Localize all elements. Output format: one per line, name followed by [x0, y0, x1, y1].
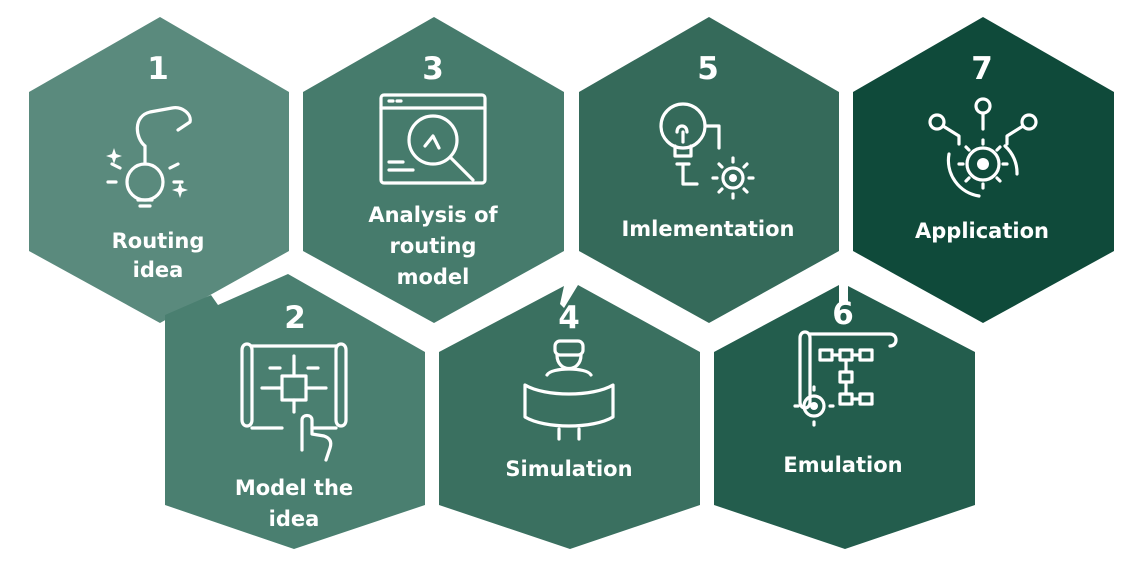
- step-7-number: 7: [971, 51, 993, 87]
- step-1-number: 1: [147, 51, 169, 87]
- step-4-number: 4: [558, 300, 580, 336]
- step-7: 7 Application: [853, 17, 1114, 323]
- step-6-label-line-1: Emulation: [783, 453, 902, 477]
- vr-user-icon: [523, 339, 615, 441]
- blueprint-hand-icon: [240, 342, 348, 462]
- step-7-label-line-1: Application: [915, 219, 1049, 243]
- step-3: 3 Analysis of routing model: [303, 17, 564, 323]
- step-3-hexagon: [303, 17, 564, 323]
- step-6-number: 6: [832, 296, 854, 332]
- step-4-hexagon: [439, 285, 700, 549]
- step-5-number: 5: [697, 51, 719, 87]
- step-1-label-line-2: idea: [133, 258, 184, 282]
- step-3-label-line-3: model: [397, 265, 470, 289]
- step-2-label-line-2: idea: [269, 507, 320, 531]
- step-1: 1 Routing idea: [29, 17, 289, 323]
- step-7-hexagon: [853, 17, 1114, 323]
- step-3-label-line-1: Analysis of: [368, 203, 498, 227]
- step-4: 4 Simulation: [439, 285, 700, 549]
- step-2: 2 Model the idea: [165, 274, 425, 549]
- hand-lightbulb-icon: [106, 106, 192, 208]
- step-3-number: 3: [422, 51, 444, 87]
- step-6: 6 Emulation: [714, 285, 975, 549]
- bulb-gear-icon: [659, 102, 755, 200]
- browser-magnifier-icon: [379, 93, 487, 185]
- step-2-number: 2: [284, 300, 306, 336]
- step-1-label-line-1: Routing: [112, 229, 205, 253]
- flowchart-gear-icon: [793, 330, 898, 427]
- step-2-label-line-1: Model the: [235, 476, 353, 500]
- step-6-hexagon: [714, 285, 975, 549]
- step-5-label-line-1: Imlementation: [621, 217, 794, 241]
- step-4-label-line-1: Simulation: [505, 457, 632, 481]
- gear-network-icon: [928, 97, 1038, 198]
- step-3-label-line-2: routing: [390, 234, 477, 258]
- step-5: 5 Imlementation: [579, 17, 839, 323]
- step-5-hexagon: [579, 17, 839, 323]
